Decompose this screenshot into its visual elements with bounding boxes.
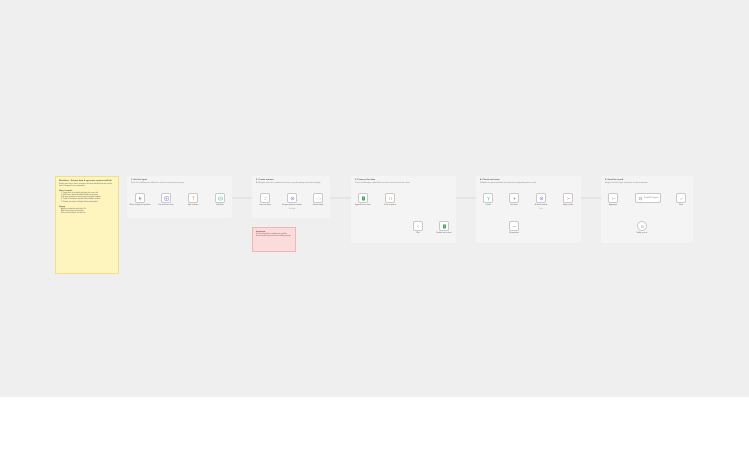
node-label: AI check content	[534, 204, 548, 206]
section-note-4[interactable]: 4. Check and route Validates the generat…	[476, 176, 581, 243]
workflow-canvas[interactable]: Workflow - Extract data & generate conte…	[0, 0, 749, 397]
node-label: AI agent generate content	[282, 204, 302, 206]
check-icon	[677, 194, 685, 202]
sticky-title: Workflow - Extract data & generate conte…	[59, 180, 112, 182]
node-label: Edit fields	[216, 204, 224, 206]
node-edit-fields[interactable]	[215, 193, 225, 203]
section-desc: An AI agent writes the content for each …	[256, 182, 321, 184]
aggregate-icon	[609, 194, 617, 202]
warning-title: Important	[256, 231, 266, 233]
sticky-intro: Reads rows from a sheet, enriches each i…	[59, 182, 112, 188]
node-update-row[interactable]	[439, 221, 449, 231]
sticky-step: 3. AI agent generates content using the …	[61, 197, 102, 199]
split-icon	[189, 194, 197, 202]
node-sublabel: Tools Agent	[288, 209, 296, 210]
node-label: No operation	[509, 232, 519, 234]
branch-icon	[484, 194, 492, 202]
agent-icon	[288, 194, 296, 202]
node-label: Update row in sheet	[436, 232, 452, 234]
section-desc: Starts the workflow and collects the sou…	[131, 182, 184, 184]
sticky-note-overview[interactable]: Workflow - Extract data & generate conte…	[55, 176, 119, 274]
node-format-output[interactable]	[313, 193, 323, 203]
node-manual-trigger[interactable]	[135, 193, 145, 203]
node-parse-response[interactable]	[385, 193, 395, 203]
node-label: Send HTTP request	[644, 197, 659, 199]
agent-icon	[537, 194, 545, 202]
node-ai-agent[interactable]	[287, 193, 297, 203]
section-title: 5. Send the result	[605, 179, 624, 181]
cursor-icon	[136, 194, 144, 202]
node-aggregate[interactable]	[608, 193, 618, 203]
noop-icon	[510, 222, 518, 230]
loop-icon	[261, 194, 269, 202]
node-label: Aggregate	[609, 204, 617, 206]
node-wait[interactable]	[413, 221, 423, 231]
http-icon	[636, 194, 660, 202]
node-get-rows[interactable]	[161, 193, 171, 203]
sticky-step: 4. Output is formatted, checked and rout…	[61, 199, 101, 201]
node-noop[interactable]	[509, 221, 519, 231]
node-label: Parse response	[384, 204, 396, 206]
node-http-request[interactable]: Send HTTP request	[635, 193, 661, 203]
section-desc: Merges the final output and sends it to …	[605, 182, 649, 184]
node-split-out[interactable]	[188, 193, 198, 203]
sheet-icon	[162, 194, 170, 202]
bell-icon	[638, 222, 646, 230]
node-label: Wait	[416, 232, 420, 234]
sticky-step: 1. Trigger fires on schedule and loads t…	[61, 192, 99, 194]
sticky-setup-item: Adjust the prompt and schedule.	[61, 211, 84, 213]
node-label: If valid	[485, 204, 491, 206]
node-label: Format output	[312, 204, 324, 206]
merge-icon	[564, 194, 572, 202]
node-loop[interactable]	[260, 193, 270, 203]
section-note-3[interactable]: 3. Process the data Parses the AI output…	[351, 176, 456, 243]
node-notify[interactable]	[637, 221, 647, 231]
node-sublabel: Chain	[539, 209, 543, 210]
node-label: When clicking Test workflow	[129, 204, 151, 206]
wait-icon	[414, 222, 422, 230]
edit-icon	[216, 194, 224, 202]
parse-icon	[386, 194, 394, 202]
code-icon	[314, 194, 322, 202]
node-label: Notify on error	[636, 232, 648, 234]
node-label: Split out items	[187, 204, 199, 206]
node-label: Done	[678, 204, 684, 206]
node-label: Merge results	[562, 204, 574, 206]
node-label: Set status	[510, 204, 518, 206]
warning-text: Set rate limits before enabling this wor…	[256, 234, 291, 238]
node-label: Append row in sheet	[355, 204, 371, 206]
sticky-setup-title: Setup	[59, 206, 66, 209]
section-title: 2. Create content	[256, 179, 274, 181]
node-append-row[interactable]	[358, 193, 368, 203]
node-label: Get rows from sheet	[158, 204, 174, 206]
sticky-note-warning[interactable]: Important Set rate limits before enablin…	[252, 227, 296, 252]
set-icon	[510, 194, 518, 202]
section-note-5[interactable]: 5. Send the result Merges the final outp…	[601, 176, 693, 243]
node-ai-check[interactable]	[536, 193, 546, 203]
sticky-how-title: How it works	[59, 189, 73, 192]
sticky-setup-item: Run once manually to test the flow.	[61, 213, 86, 215]
node-if-valid[interactable]	[483, 193, 493, 203]
node-label: Loop over items	[258, 204, 271, 206]
sheets-icon	[359, 194, 367, 202]
section-title: 4. Check and route	[480, 179, 500, 181]
sheets-icon	[440, 222, 448, 230]
sticky-step: 5. Results are written to Google Sheets …	[61, 201, 98, 203]
node-set-status[interactable]	[509, 193, 519, 203]
sticky-step: 2. Each item is split and validated befo…	[61, 194, 99, 196]
section-desc: Parses the AI output, splits fields and …	[355, 182, 410, 184]
section-title: 3. Process the data	[355, 179, 375, 181]
node-merge[interactable]	[563, 193, 573, 203]
section-title: 1. Get the input	[131, 179, 147, 181]
section-desc: Validates the generated data and routes …	[480, 182, 537, 184]
sticky-setup-item: Add your credentials and sheet IDs.	[61, 208, 87, 210]
node-done[interactable]	[676, 193, 686, 203]
